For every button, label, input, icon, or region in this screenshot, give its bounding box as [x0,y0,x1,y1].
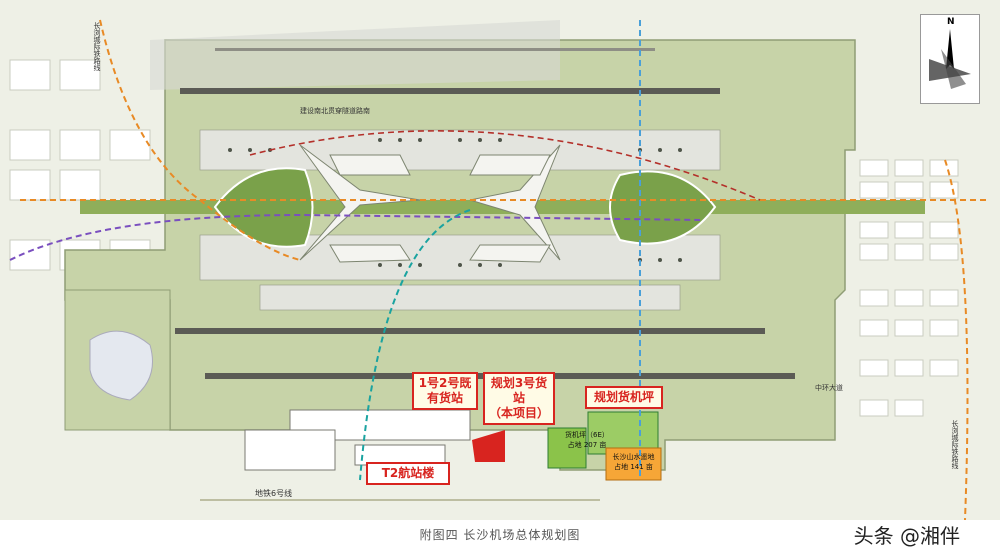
north-label: N [947,17,955,27]
callout-planned-apron: 规划货机坪 [585,386,663,409]
changsha-land-area: 占地 141 亩 [614,463,653,471]
north-compass: N [920,14,980,104]
orange-rail-east [944,159,969,520]
concourses [299,144,561,263]
compass-rose-icon [929,29,971,89]
north-rail-label: 长浏城际铁路线 [93,22,101,71]
corridor-shade [150,20,560,90]
changsha-land-label: 长沙山水遥地 占地 141 亩 [606,452,661,472]
callout-existing-cargo: 1号2号既 有货站 [412,372,478,410]
red-tunnel-line [249,130,761,201]
changsha-land-text: 长沙山水遥地 [612,453,655,461]
cargo-apron-area: 占地 207 亩 [567,441,607,449]
watermark: 头条 @湘伴 [853,524,960,548]
existing-cargo-block [472,430,505,462]
planned-apron-orange [605,447,662,481]
figure-caption: 附图四 长沙机场总体规划图 [419,528,581,542]
teal-line [359,209,471,481]
planned-cargo-3-block [547,427,587,469]
callout-existing-cargo-line2: 有货站 [426,391,463,405]
callout-existing-cargo-line1: 1号2号既 [418,376,472,390]
changji-label: 长浏城际铁路线 [951,420,959,469]
cargo-apron-label: 货机坪（6E） 占地 207 亩 [558,430,616,450]
tunnel-label: 建设南北贯穿隧道路南 [300,107,370,115]
airport-master-plan-map [0,0,1000,520]
city-blocks-right [859,159,959,417]
planned-apron-green [587,411,659,455]
cargo-apron-text: 货机坪（6E） [565,431,609,439]
callout-planned-cargo-3-line1: 规划3号货站 [490,376,548,405]
callout-planned-cargo-3-line2: （本项目） [489,406,550,420]
city-blocks-left [9,59,151,271]
metro6-label: 地铁6号线 [255,489,293,498]
east-terminal [609,170,717,245]
t2-buildings [244,409,471,471]
callout-terminal-t2: T2航站楼 [366,462,450,485]
orange-rail-line [99,19,301,261]
lake [89,330,153,401]
purple-line [9,213,701,261]
zhonghuan-label: 中环大道 [815,384,843,392]
callout-planned-cargo-3: 规划3号货站 （本项目） [483,372,555,425]
